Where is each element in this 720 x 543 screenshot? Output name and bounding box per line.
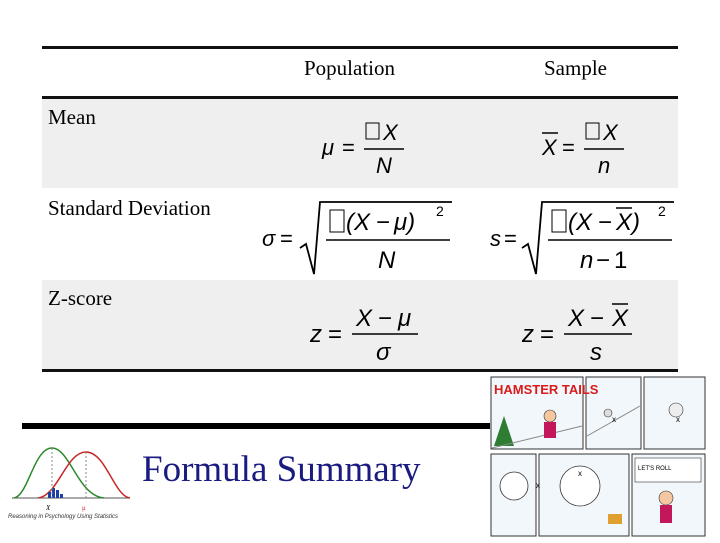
comic-mark: x (612, 415, 616, 424)
svg-text:=: = (562, 135, 575, 160)
logo-label-right: μ (82, 504, 86, 512)
formula-denominator: N (376, 153, 392, 178)
column-header-sample: Sample (544, 56, 607, 80)
slide-title: Formula Summary (142, 449, 421, 490)
table-header-rule (42, 96, 678, 99)
formula-denominator: n (580, 247, 593, 274)
formula-lhs: s (490, 226, 501, 251)
formula-lhs: μ (321, 135, 334, 160)
comic-mark: x (536, 481, 540, 490)
formula-lhs: X (541, 135, 558, 160)
table-row-mean: Mean μ = X N X = X n (42, 99, 678, 188)
formula-lhs: z (309, 321, 322, 348)
row-label-z-score: Z-score (48, 286, 113, 310)
formula-denominator: σ (376, 339, 392, 366)
formula-denominator: n (598, 153, 610, 178)
table-row-standard-deviation: Standard Deviation σ = (X − μ) 2 N s = (42, 190, 678, 280)
row-shade (42, 99, 678, 188)
svg-text:=: = (342, 135, 355, 160)
footer-divider (22, 423, 705, 429)
table-top-rule (42, 46, 678, 49)
formula-numerator-mid: X) (615, 209, 640, 236)
svg-text:−: − (590, 305, 604, 332)
row-label-mean: Mean (48, 105, 96, 129)
svg-text:=: = (540, 321, 554, 348)
svg-text:−: − (596, 247, 610, 274)
formula-numerator-left: X (355, 305, 373, 332)
table-header: Population Sample (42, 46, 678, 97)
formula-numerator-mid: μ) (393, 209, 415, 236)
course-caption: Reasoning in Psychology Using Statistics (8, 514, 119, 520)
logo-label-left: X (45, 504, 51, 512)
comic-mark: x (676, 415, 680, 424)
svg-text:−: − (598, 209, 612, 236)
formula-numerator: X (602, 120, 619, 145)
formula-population-z: z = X − μ σ (308, 300, 428, 366)
table-row-z-score: Z-score z = X − μ σ z = X − X s (42, 280, 678, 369)
formula-power: 2 (436, 203, 444, 219)
formula-population-mean: μ = X N (320, 115, 410, 179)
table-bottom-rule (42, 369, 678, 372)
formula-numerator-left: X (567, 305, 585, 332)
svg-text:−: − (376, 209, 390, 236)
formula-denominator-extra: 1 (614, 247, 627, 274)
formula-numerator-right: X (611, 305, 629, 332)
formula-power: 2 (658, 203, 666, 219)
comic-title: HAMSTER TAILS (494, 382, 599, 397)
formula-denominator: N (378, 247, 396, 274)
comic-mark: x (578, 469, 582, 478)
formula-numerator-right: μ (397, 305, 411, 332)
hamster-tails-comic: HAMSTER TAILS x x x x LET'S ROLL (490, 376, 706, 538)
formula-numerator-left: (X (568, 209, 593, 236)
formula-sample-z: z = X − X s (520, 300, 640, 366)
comic-speech: LET'S ROLL (638, 466, 672, 472)
normal-curves-logo: X μ (8, 438, 134, 520)
column-header-population: Population (304, 56, 396, 80)
svg-text:=: = (280, 226, 293, 251)
row-shade (42, 280, 678, 369)
svg-text:=: = (504, 226, 517, 251)
formula-population-sd: σ = (X − μ) 2 N (260, 196, 456, 280)
row-label-standard-deviation: Standard Deviation (48, 196, 211, 220)
svg-text:−: − (378, 305, 392, 332)
formula-numerator: X (382, 120, 399, 145)
formula-lhs: z (521, 321, 534, 348)
formula-denominator: s (590, 339, 602, 366)
svg-text:=: = (328, 321, 342, 348)
formula-sample-sd: s = (X − X) 2 n − 1 (488, 196, 678, 280)
formula-lhs: σ (262, 226, 276, 251)
formula-numerator-left: (X (346, 209, 371, 236)
formula-sample-mean: X = X n (540, 115, 640, 179)
